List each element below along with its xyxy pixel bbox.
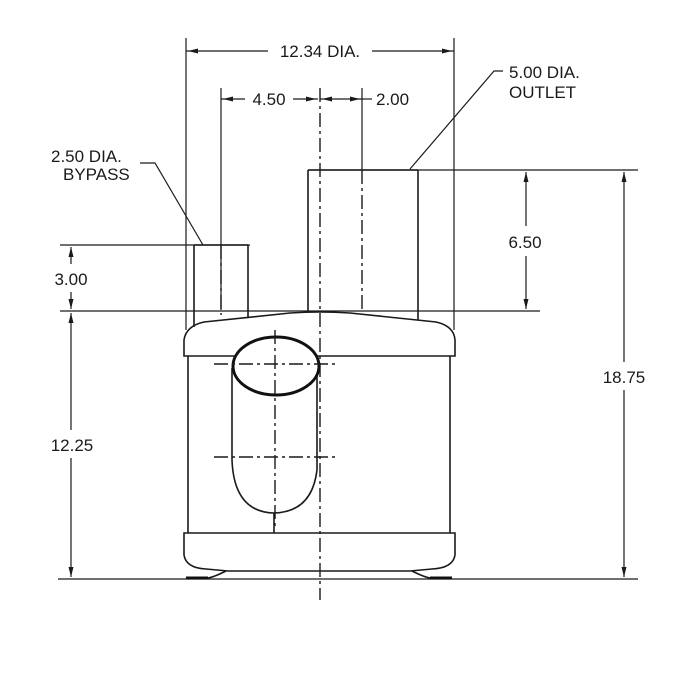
dim-bypass-height: 3.00 [54, 247, 88, 309]
overall-height-label: 18.75 [603, 368, 646, 387]
outlet-offset-label: 2.00 [376, 90, 409, 109]
body-height-label: 12.25 [51, 436, 94, 455]
base-feet [186, 570, 452, 580]
inlet-ellipse [231, 335, 321, 397]
overall-diameter-label: 12.34 DIA. [280, 42, 360, 61]
bypass-offset-label: 4.50 [252, 90, 285, 109]
outlet-callout-line2: OUTLET [509, 83, 576, 102]
outlet-height-label: 6.50 [508, 233, 541, 252]
dim-overall-diameter: 12.34 DIA. [186, 42, 454, 61]
bypass-height-label: 3.00 [54, 270, 87, 289]
extension-lines [185, 38, 455, 330]
dim-overall-height: 18.75 [603, 172, 646, 577]
bypass-callout-line1: 2.50 DIA. [51, 147, 122, 166]
dim-offsets: 4.50 2.00 [221, 90, 409, 109]
dim-body-height: 12.25 [51, 313, 94, 577]
housing-body [187, 356, 451, 533]
inlet-port [214, 330, 336, 533]
bottom-base [183, 532, 456, 572]
bypass-callout-line2: BYPASS [63, 165, 130, 184]
outlet-callout: 5.00 DIA. OUTLET [409, 63, 580, 170]
outlet-pipe [307, 169, 419, 320]
top-cap [183, 311, 456, 357]
dim-outlet-height: 6.50 [508, 172, 542, 309]
outlet-callout-line1: 5.00 DIA. [509, 63, 580, 82]
bypass-callout: 2.50 DIA. BYPASS [51, 147, 204, 246]
reference-lines [58, 169, 638, 580]
